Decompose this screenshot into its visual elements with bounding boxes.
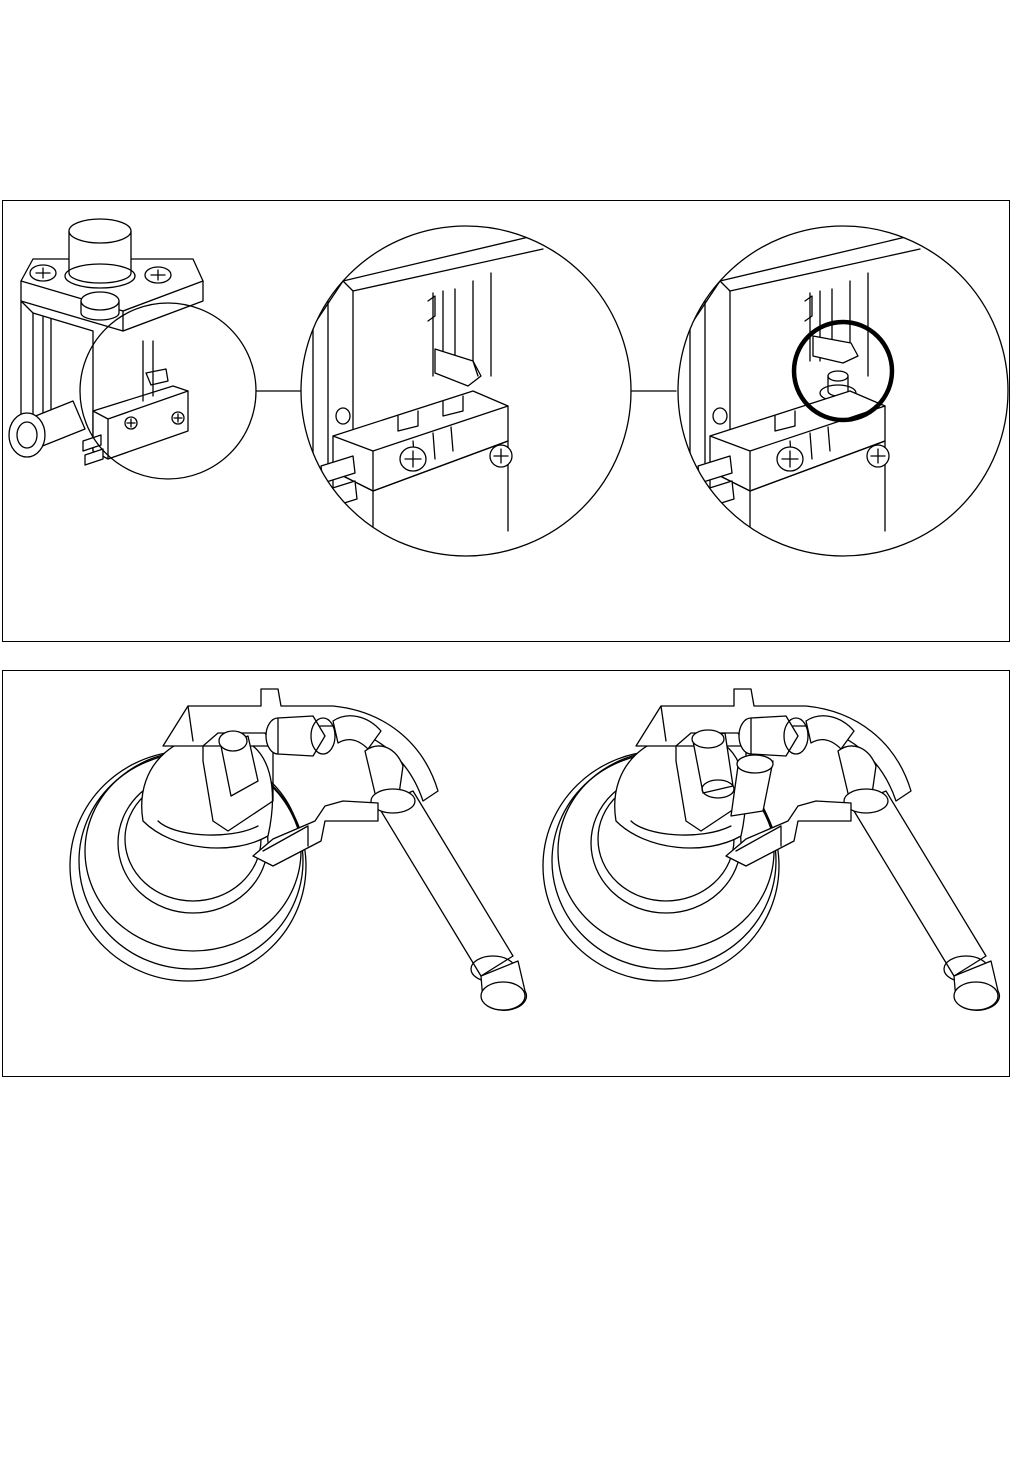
screw-icon bbox=[713, 408, 727, 424]
screw-icon bbox=[867, 445, 889, 467]
screw-icon bbox=[777, 447, 803, 471]
switch-detail-closed bbox=[301, 226, 631, 561]
screw-icon bbox=[400, 447, 426, 471]
pump-assembly-right bbox=[543, 689, 999, 1010]
screw-icon bbox=[125, 417, 137, 429]
switch-detail-highlighted bbox=[678, 226, 1008, 561]
bottom-illustration-svg bbox=[3, 671, 1011, 1078]
screw-icon bbox=[490, 445, 512, 467]
pump-assembly-left bbox=[70, 689, 526, 1010]
screw-icon bbox=[30, 265, 56, 281]
top-illustration-panel bbox=[2, 200, 1010, 642]
top-illustration-svg bbox=[3, 201, 1011, 643]
valve-overview bbox=[9, 219, 256, 479]
screw-icon bbox=[145, 267, 171, 283]
bottom-illustration-panel bbox=[2, 670, 1010, 1077]
screw-icon bbox=[172, 412, 184, 424]
screw-icon bbox=[336, 408, 350, 424]
